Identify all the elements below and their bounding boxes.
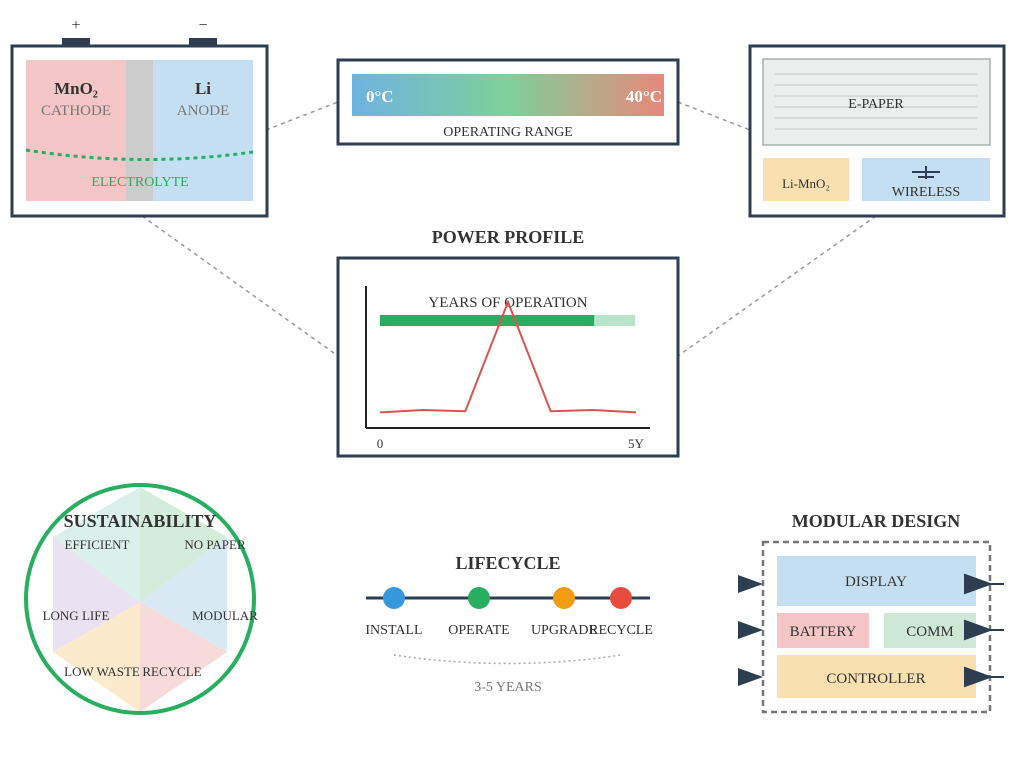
cathode-label: CATHODE [41, 103, 111, 119]
temperature-gradient-bar [352, 74, 664, 116]
power-profile-panel: POWER PROFILE YEARS OF OPERATION 0 5Y [336, 227, 680, 458]
arrow-right-comm [964, 619, 993, 641]
segment-label-recycle: RECYCLE [142, 664, 201, 679]
segment-no-paper [140, 487, 227, 602]
anode-formula: Li [195, 79, 211, 98]
arrow-left-battery [738, 621, 763, 639]
antenna-icon [912, 166, 940, 179]
anode-label: ANODE [177, 103, 230, 119]
module-controller [777, 655, 976, 698]
module-display-label: DISPLAY [845, 574, 907, 590]
connector-range-device [677, 101, 751, 131]
arrow-right-display [964, 573, 993, 595]
modular-design-title: MODULAR DESIGN [792, 511, 961, 531]
module-battery [777, 613, 869, 648]
wireless-label: WIRELESS [892, 185, 960, 200]
lifecycle-step-recycle: RECYCLE [589, 623, 653, 638]
segment-label-efficient: EFFICIENT [65, 537, 130, 552]
power-curve [379, 299, 637, 414]
segment-label-no-paper: NO PAPER [184, 537, 246, 552]
segment-low-waste [53, 602, 140, 712]
minus-terminal-sign: − [198, 17, 207, 34]
arrow-right-controller [964, 666, 993, 688]
lifecycle-node-operate [468, 587, 490, 609]
wireless-block [862, 158, 990, 201]
arrow-left-display [738, 575, 763, 593]
sustainability-wheel: SUSTAINABILITY EFFICIENT NO PAPER MODULA… [24, 483, 258, 715]
module-display [777, 556, 976, 606]
right-connector-arrows [964, 573, 1004, 688]
lifecycle-duration: 3-5 YEARS [474, 680, 542, 695]
x-axis-start-label: 0 [377, 436, 384, 451]
electrolyte-label: ELECTROLYTE [91, 175, 188, 190]
module-controller-label: CONTROLLER [826, 671, 925, 687]
segment-efficient [53, 487, 140, 602]
x-axis-end-label: 5Y [628, 436, 645, 451]
operation-bar-fill [380, 315, 595, 326]
lifecycle-step-install: INSTALL [365, 623, 422, 638]
sustainability-circle [24, 483, 256, 715]
device-panel: E-PAPER Li-MnO₂ WIRELESS [748, 44, 1006, 218]
segment-label-low-waste: LOW WASTE [64, 664, 140, 679]
lifecycle-title: LIFECYCLE [455, 553, 560, 573]
connector-battery-power [141, 215, 339, 357]
lifecycle-panel: LIFECYCLE INSTALL OPERATE UPGRADE RECYCL… [365, 553, 652, 695]
lifecycle-node-install [383, 587, 405, 609]
segment-long-life [53, 537, 140, 652]
battery-cell: + − MnO₂ CATHODE Li ANODE ELECTROLYTE [10, 17, 269, 218]
cathode-formula: MnO₂ [54, 79, 98, 98]
device-battery-block [763, 158, 849, 201]
connector-battery-range [265, 101, 339, 131]
e-paper-label: E-PAPER [848, 97, 904, 112]
electrolyte-line [25, 148, 254, 161]
lifecycle-step-upgrade: UPGRADE [531, 623, 597, 638]
modular-design-panel: MODULAR DESIGN DISPLAY BATTERY COMM CONT… [738, 511, 1004, 714]
cathode-region [26, 60, 126, 201]
modular-boundary [761, 540, 992, 714]
lifecycle-duration-arc [393, 654, 622, 665]
segment-recycle [140, 602, 227, 712]
e-paper-lines [775, 73, 977, 130]
range-max-label: 40°C [626, 87, 662, 106]
sustainability-title: SUSTAINABILITY [64, 511, 217, 531]
segment-label-modular: MODULAR [192, 608, 258, 623]
arrow-left-controller [738, 668, 763, 686]
separator-region [126, 60, 153, 201]
connector-device-power [677, 215, 877, 357]
e-paper-screen [762, 58, 991, 146]
module-comm [884, 613, 976, 648]
segment-modular [140, 537, 227, 652]
range-caption: OPERATING RANGE [443, 125, 573, 140]
lifecycle-node-upgrade [553, 587, 575, 609]
range-min-label: 0°C [366, 87, 394, 106]
module-battery-label: BATTERY [790, 624, 857, 640]
anode-region [153, 60, 253, 201]
power-frame [336, 256, 680, 458]
plus-terminal-sign: + [71, 17, 80, 34]
module-comm-label: COMM [906, 624, 954, 640]
power-profile-title: POWER PROFILE [432, 227, 585, 247]
connector-lines [141, 101, 877, 357]
lifecycle-node-recycle [610, 587, 632, 609]
operating-range-panel: 0°C 40°C OPERATING RANGE [336, 58, 680, 146]
segment-label-long-life: LONG LIFE [43, 608, 110, 623]
left-connector-arrows [738, 575, 763, 686]
device-battery-label: Li-MnO₂ [782, 176, 830, 191]
lifecycle-step-operate: OPERATE [448, 623, 509, 638]
